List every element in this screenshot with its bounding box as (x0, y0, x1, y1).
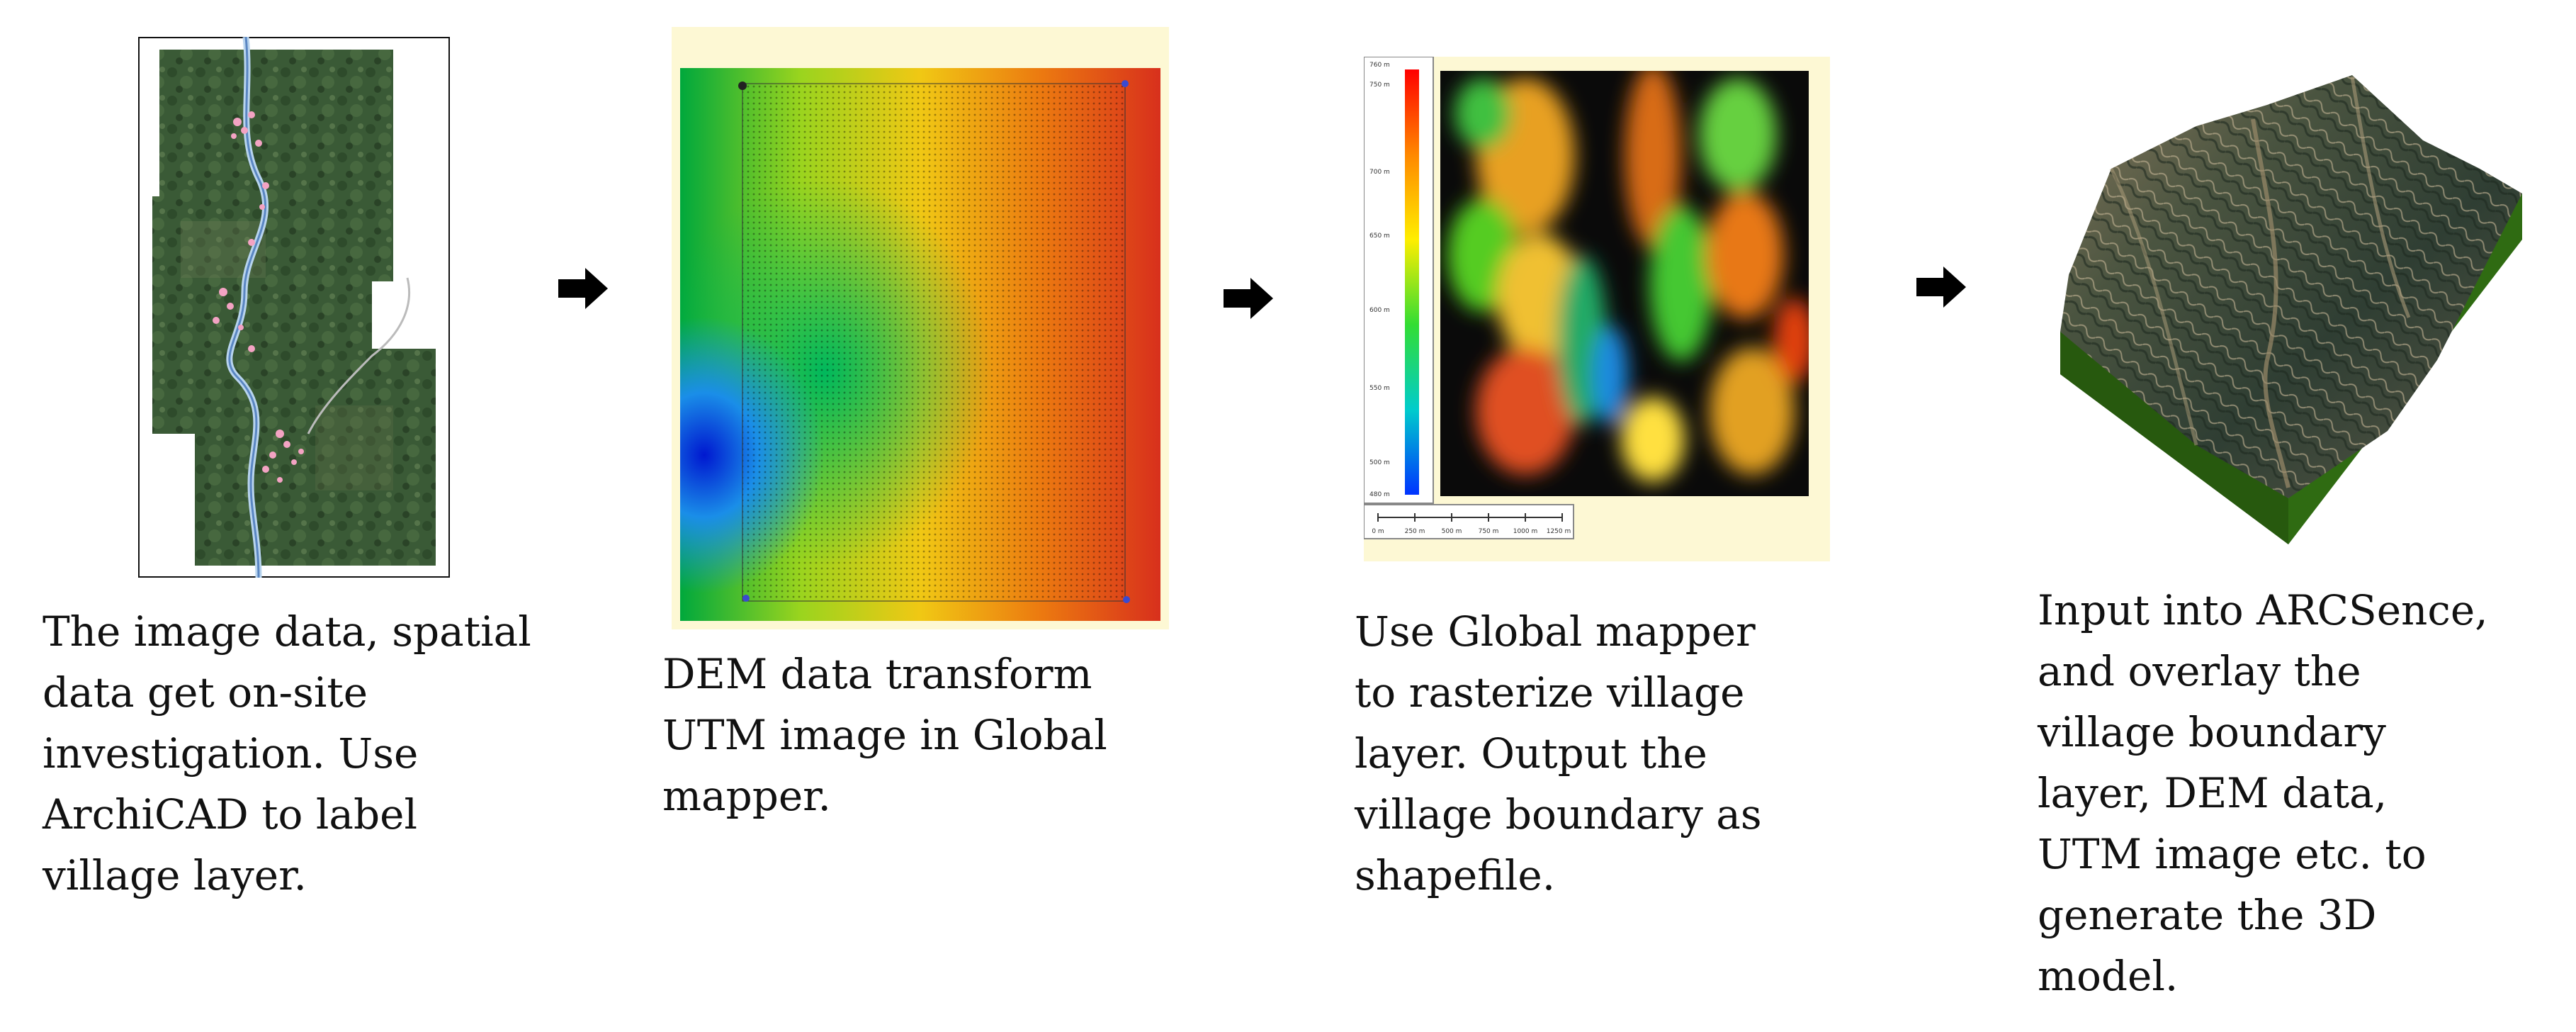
scale-label: 500 m (1442, 528, 1462, 535)
scale-label: 750 m (1479, 528, 1499, 535)
right-arrow-icon (1916, 267, 1966, 308)
step-1-caption: The image data, spatial data get on-site… (43, 607, 531, 899)
elevation-label: 550 m (1369, 385, 1390, 392)
scale-label: 0 m (1372, 528, 1384, 535)
elevation-label: 750 m (1369, 82, 1390, 89)
scale-label: 1250 m (1547, 528, 1571, 535)
step-3-caption: Use Global mapper to rasterize village l… (1355, 607, 1762, 899)
dem-utm-image (672, 27, 1169, 629)
elevation-label: 700 m (1369, 169, 1390, 176)
scale-label: 1000 m (1513, 528, 1538, 535)
terrain-3d-model (2055, 62, 2536, 559)
elevation-label: 500 m (1369, 459, 1390, 466)
rasterized-village-map: 760 m 750 m 700 m 650 m 600 m 550 m 500 … (1364, 57, 1830, 561)
elevation-label: 600 m (1369, 307, 1390, 314)
step-4-caption: Input into ARCSence, and overlay the vil… (2038, 586, 2488, 1000)
elevation-label: 650 m (1369, 232, 1390, 240)
elevation-label: 480 m (1369, 491, 1390, 498)
scale-label: 250 m (1405, 528, 1425, 535)
step-2-caption: DEM data transform UTM image in Global m… (662, 650, 1107, 820)
right-arrow-icon (1224, 278, 1273, 319)
elevation-label: 760 m (1369, 62, 1390, 69)
satellite-village-image (138, 37, 450, 578)
right-arrow-icon (558, 268, 608, 309)
